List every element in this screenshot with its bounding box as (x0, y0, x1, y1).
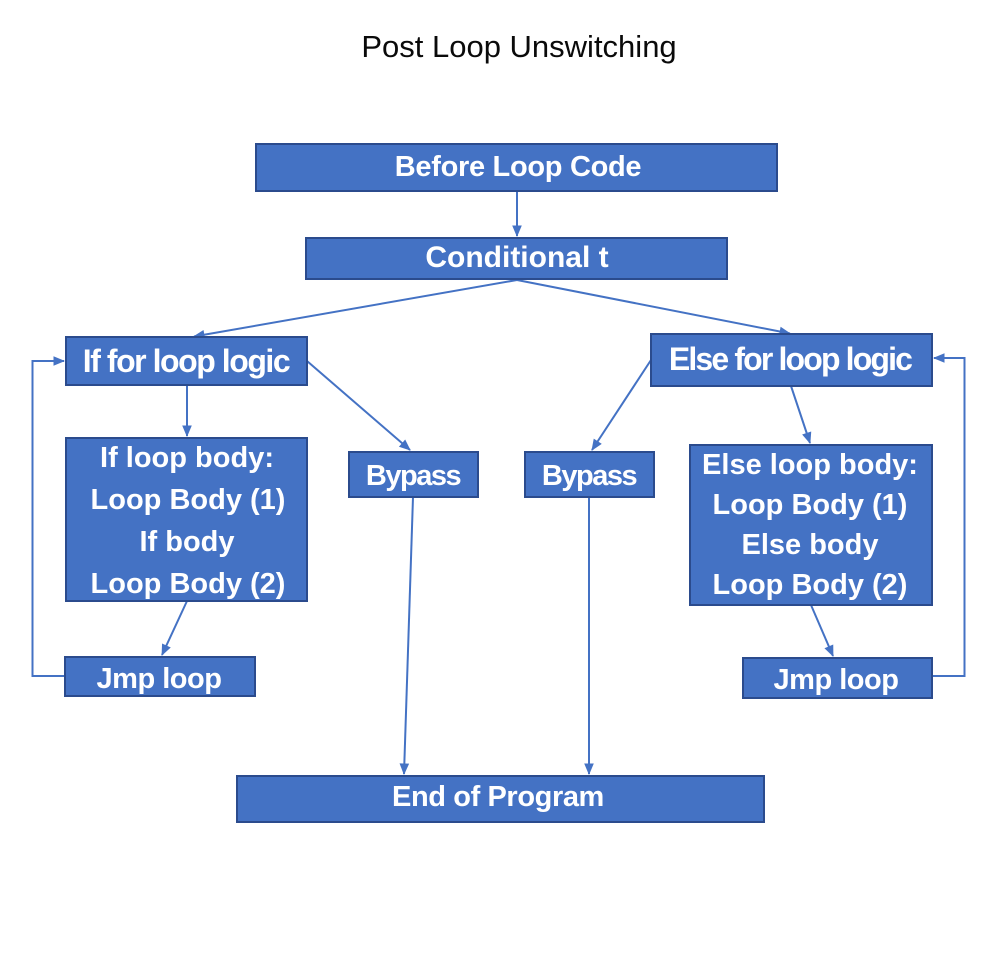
svg-text:Post Loop Unswitching: Post Loop Unswitching (361, 29, 676, 64)
svg-text:Loop Body (1): Loop Body (1) (91, 484, 286, 516)
svg-text:Loop Body (2): Loop Body (2) (91, 568, 286, 600)
svg-text:If for loop logic: If for loop logic (83, 343, 290, 379)
svg-text:Jmp loop: Jmp loop (97, 663, 222, 695)
svg-text:Loop Body (1): Loop Body (1) (713, 489, 908, 521)
svg-text:Else body: Else body (742, 529, 879, 561)
svg-text:Else for loop logic: Else for loop logic (669, 341, 912, 377)
svg-text:If body: If body (139, 526, 234, 558)
svg-text:Else loop body:: Else loop body: (702, 449, 918, 481)
svg-text:Jmp loop: Jmp loop (774, 664, 899, 696)
svg-text:If loop body:: If loop body: (100, 442, 274, 474)
svg-text:Loop Body (2): Loop Body (2) (713, 569, 908, 601)
svg-text:Bypass: Bypass (366, 460, 461, 492)
svg-text:Before Loop Code: Before Loop Code (395, 151, 642, 183)
svg-text:End of Program: End of Program (392, 781, 604, 813)
svg-text:Bypass: Bypass (542, 460, 637, 492)
svg-text:Conditional t: Conditional t (425, 241, 608, 274)
